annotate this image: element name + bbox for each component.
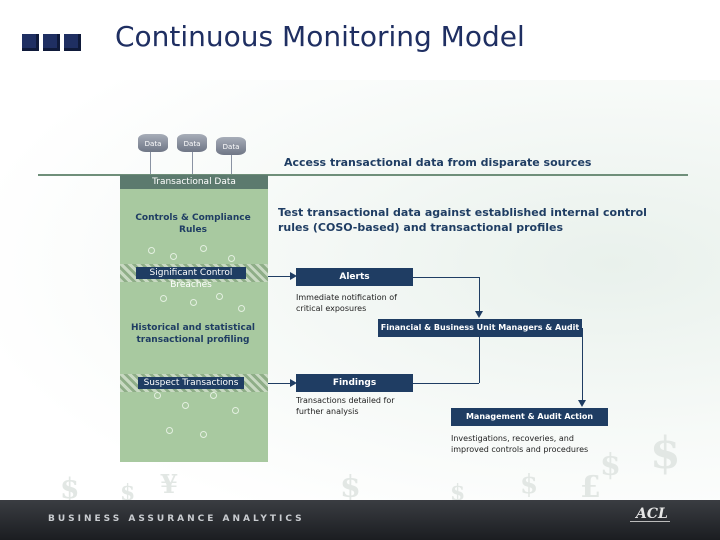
arrow-right-icon	[290, 272, 297, 280]
connector	[413, 383, 479, 384]
data-source-icon: Data	[216, 137, 246, 155]
logo-swoosh	[630, 521, 670, 522]
data-source-icon: Data	[177, 134, 207, 152]
suspect-label: Suspect Transactions	[138, 377, 244, 389]
alerts-note: Immediate notification of critical expos…	[296, 293, 397, 313]
action-note: Investigations, recoveries, and improved…	[451, 434, 589, 454]
footer-tagline: BUSINESS ASSURANCE ANALYTICS	[48, 514, 305, 524]
managers-box: Financial & Business Unit Managers & Aud…	[378, 319, 582, 337]
arrow-right-icon	[290, 379, 297, 387]
findings-box: Findings	[296, 374, 413, 392]
connector	[268, 276, 292, 277]
acl-logo: ACL	[636, 506, 668, 522]
connector	[268, 383, 292, 384]
title-bullet-icon	[22, 34, 85, 55]
transactional-data-header: Transactional Data	[120, 175, 268, 189]
transaction-column	[120, 187, 268, 462]
process-baseline	[38, 174, 688, 176]
rules-label: Controls & Compliance Rules	[135, 213, 251, 235]
connector	[479, 277, 480, 313]
findings-note: Transactions detailed for further analys…	[296, 396, 395, 416]
breaches-label: Significant Control Breaches	[136, 267, 246, 290]
alerts-box: Alerts	[296, 268, 413, 286]
connector	[413, 277, 479, 278]
profiling-label: Historical and statistical transactional…	[130, 323, 256, 345]
step-test-text: Test transactional data against establis…	[278, 206, 647, 234]
action-box: Management & Audit Action	[451, 408, 608, 426]
arrow-down-icon	[578, 400, 586, 407]
arrow-down-icon	[475, 311, 483, 318]
connector	[582, 328, 583, 402]
footer-bar	[0, 500, 720, 540]
data-source-icon: Data	[138, 134, 168, 152]
connector	[479, 337, 480, 383]
page-title: Continuous Monitoring Model	[115, 20, 525, 53]
step-access-text: Access transactional data from disparate…	[284, 156, 592, 169]
